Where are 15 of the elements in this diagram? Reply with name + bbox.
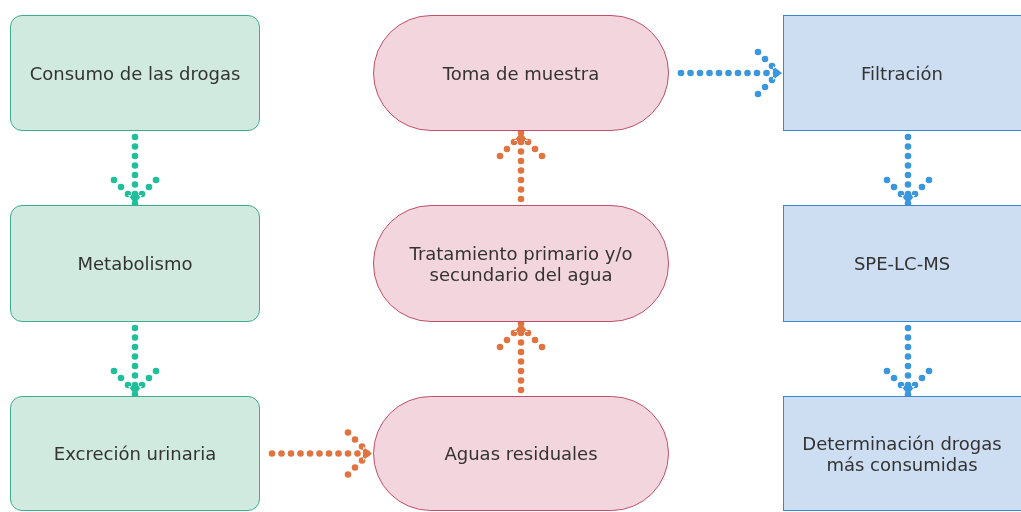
box-label: Tratamiento primario y/o secundario del agua: [408, 242, 634, 285]
box-label: Determinación drogas más consumidas: [801, 432, 1003, 475]
process-box: [10, 396, 260, 511]
box-label: Filtración: [861, 62, 943, 84]
box-label: Metabolismo: [77, 253, 193, 274]
box-label: Aguas residuales: [444, 443, 598, 464]
process-box: [783, 15, 1021, 131]
box-label: Excreción urinaria: [53, 443, 217, 464]
process-box: [783, 205, 1021, 322]
box-label: SPE-LC-MS: [853, 253, 951, 274]
process-box: [10, 205, 260, 322]
box-label: Consumo de las drogas: [29, 62, 241, 84]
process-box: [10, 15, 260, 131]
process-box: [783, 396, 1021, 511]
box-label: Toma de muestra: [442, 62, 600, 84]
